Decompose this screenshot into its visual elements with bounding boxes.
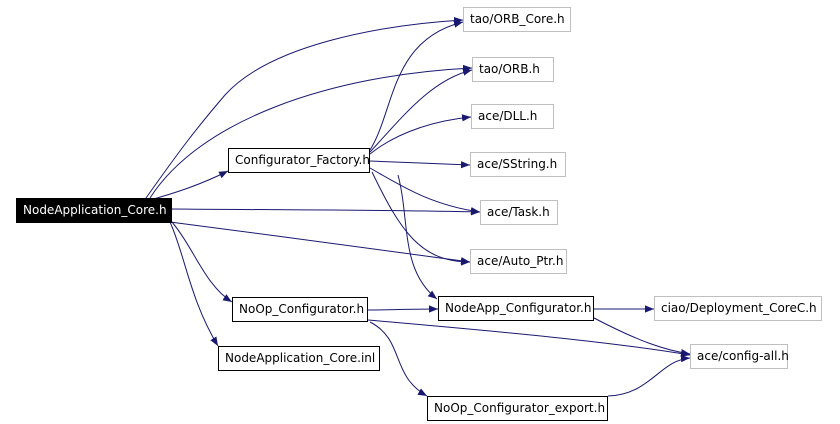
node-ace-auto-ptr-h[interactable]: ace/Auto_Ptr.h (470, 249, 567, 274)
edge-cf-sstring (369, 160, 471, 169)
edge-cf-nodeapp (397, 174, 438, 300)
node-tao-orb-h[interactable]: tao/ORB.h (472, 57, 554, 82)
edge-cf-orb-core (369, 20, 464, 151)
node-label: tao/ORB_Core.h (470, 12, 565, 26)
node-label: ciao/Deployment_CoreC.h (661, 301, 817, 315)
node-label: ace/Task.h (487, 205, 550, 219)
node-label: NoOp_Configurator_export.h (434, 401, 606, 415)
node-label: ace/SString.h (477, 157, 558, 171)
node-nodeapplication-core-h[interactable]: NodeApplication_Core.h (16, 198, 172, 223)
node-label: NodeApp_Configurator.h (445, 301, 592, 315)
edge-noop-nodeapp (367, 305, 439, 313)
node-label: NodeApplication_Core.inl (225, 351, 376, 365)
node-label: tao/ORB.h (479, 62, 540, 76)
node-noop-configurator-h[interactable]: NoOp_Configurator.h (232, 297, 368, 322)
node-configurator-factory-h[interactable]: Configurator_Factory.h (228, 148, 370, 173)
edge-export-config-all (607, 355, 691, 397)
node-label: ace/DLL.h (478, 109, 538, 123)
node-ace-config-all-h[interactable]: ace/config-all.h (690, 344, 789, 369)
node-label: NodeApplication_Core.h (23, 203, 167, 217)
node-nodeapp-configurator-h[interactable]: NodeApp_Configurator.h (438, 296, 594, 321)
edge-cf-dll (369, 114, 472, 155)
node-ace-sstring-h[interactable]: ace/SString.h (470, 152, 566, 177)
node-label: ace/Auto_Ptr.h (477, 254, 564, 268)
edge-noop-export (369, 321, 428, 397)
edge-noop-config-all (367, 319, 691, 358)
node-nodeapplication-core-inl[interactable]: NodeApplication_Core.inl (218, 346, 380, 371)
node-ciao-deployment-corec-h[interactable]: ciao/Deployment_CoreC.h (654, 296, 822, 321)
edge-nodeapp-config-all (593, 317, 691, 357)
edge-cf-orb (369, 68, 473, 153)
node-label: ace/config-all.h (697, 349, 789, 363)
edge-root-configurator-factory (149, 170, 229, 201)
edge-root-task (169, 208, 481, 216)
edge-root-orb (149, 64, 473, 199)
node-label: NoOp_Configurator.h (239, 302, 365, 316)
edge-root-orb-core (145, 16, 464, 199)
node-tao-orb-core-h[interactable]: tao/ORB_Core.h (463, 7, 571, 32)
node-noop-configurator-export-h[interactable]: NoOp_Configurator_export.h (427, 396, 608, 421)
node-ace-dll-h[interactable]: ace/DLL.h (471, 104, 554, 129)
edge-cf-task (369, 167, 481, 215)
edge-root-auto-ptr (169, 221, 471, 265)
node-label: Configurator_Factory.h (235, 153, 370, 167)
edge-root-inl (169, 221, 219, 347)
node-ace-task-h[interactable]: ace/Task.h (480, 200, 558, 225)
edge-root-noop (171, 221, 233, 303)
edge-cf-auto-ptr (371, 171, 471, 266)
